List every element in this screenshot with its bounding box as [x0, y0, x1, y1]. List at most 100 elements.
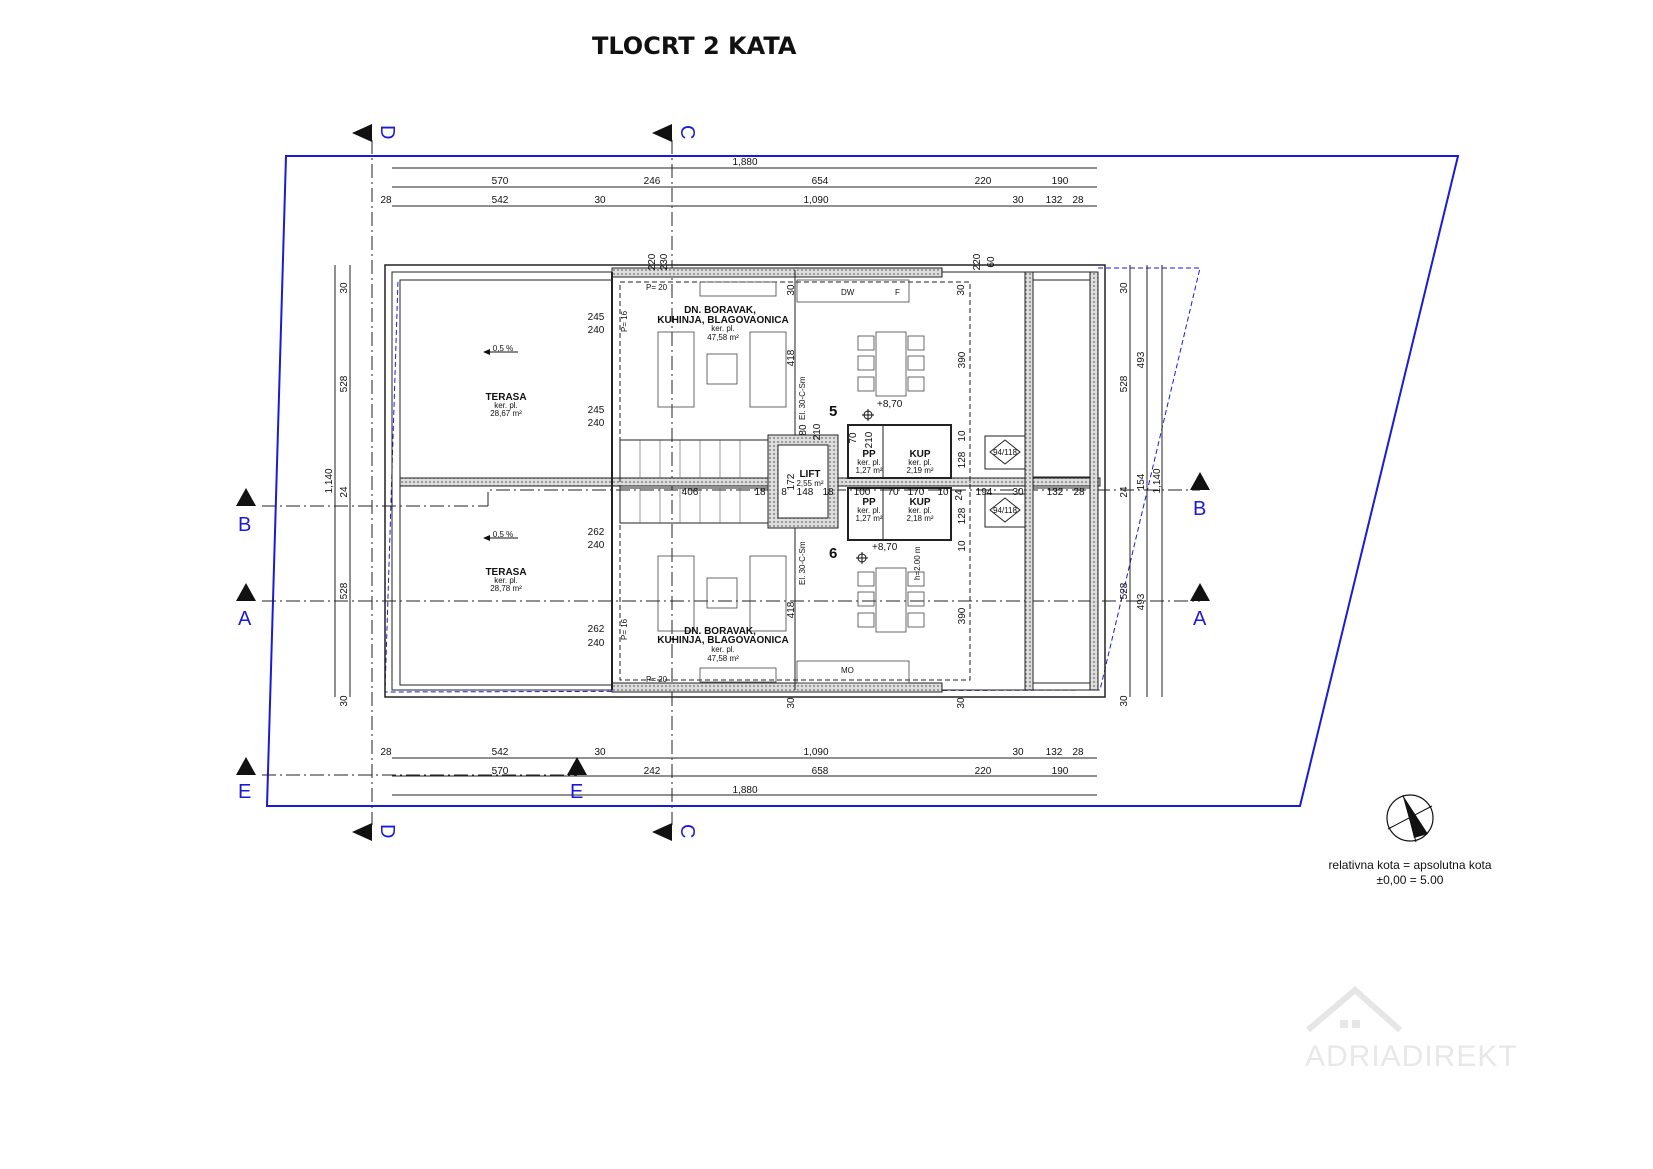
dim-top-row3: 30 — [594, 195, 606, 206]
dim-label: 245 — [588, 405, 605, 416]
dim-label: 80 — [798, 424, 809, 436]
dim-label: 8 — [781, 487, 787, 498]
dim-right-inner: 528 — [1119, 582, 1130, 599]
unit-number-top: 5 — [829, 403, 837, 420]
dim-label: 132 — [1047, 487, 1064, 498]
door-spec-bottom: El. 30-C-Sm — [798, 541, 807, 585]
appliance-f: F — [895, 288, 900, 297]
dim-bottom-row1: 30 — [594, 747, 606, 758]
dim-top-row2: 220 — [975, 176, 992, 187]
dim-label: 170 — [908, 487, 925, 498]
pp-bottom-name: PP — [862, 497, 876, 508]
dim-label: 30 — [1012, 487, 1024, 498]
terrace-bottom-area: 28,78 m² — [490, 584, 522, 593]
dim-top-row2: 570 — [492, 176, 509, 187]
dim-top-row3: 1,090 — [803, 195, 828, 206]
note-line-2: ±0,00 = 5.00 — [1376, 873, 1444, 887]
level-marker-icon — [856, 552, 868, 564]
terrace-top-name: TERASA — [485, 392, 526, 403]
dim-bottom-row1: 542 — [492, 747, 509, 758]
level-marker-icon — [862, 409, 874, 421]
pp-bottom-floor: ker. pl. — [857, 506, 881, 515]
dim-label: 30 — [786, 284, 797, 296]
dim-top-row3: 28 — [380, 195, 392, 206]
section-e-left: E — [238, 781, 251, 803]
terrace-bottom-slope: 0,5 % — [493, 530, 513, 539]
building-walls — [384, 264, 1106, 698]
window-top-label: 94/118 — [993, 448, 1017, 457]
level-bottom: +8,70 — [872, 542, 898, 553]
parapet-bottom: P= 20 — [646, 675, 668, 684]
parapet-side-1: P= 16 — [620, 310, 629, 332]
dim-top-row3: 132 — [1046, 195, 1063, 206]
dim-left-inner: 30 — [339, 695, 350, 707]
pp-bottom-area: 1,27 m² — [855, 514, 882, 523]
dim-label: 18 — [754, 487, 766, 498]
dim-top-row2: 190 — [1052, 176, 1069, 187]
window-bottom-label: 94/118 — [993, 506, 1017, 515]
dim-label: 128 — [957, 507, 968, 524]
section-b-left: B — [238, 514, 251, 536]
terrace-bottom-name: TERASA — [485, 567, 526, 578]
section-d-top: D — [376, 125, 398, 139]
dim-right-outer: 1,140 — [1152, 468, 1163, 493]
terrace-bottom-floor: ker. pl. — [494, 576, 518, 585]
dim-left-inner: 528 — [339, 375, 350, 392]
pp-top-floor: ker. pl. — [857, 458, 881, 467]
dim-label: 262 — [588, 527, 605, 538]
lift-area: 2,55 m² — [796, 479, 823, 488]
dim-bottom-row1: 1,090 — [803, 747, 828, 758]
dim-right-inner: 30 — [1119, 282, 1130, 294]
dim-label: 128 — [957, 451, 968, 468]
dim-label: 230 — [659, 253, 670, 270]
watermark-logo — [1306, 986, 1402, 1033]
dim-label: 390 — [957, 351, 968, 368]
roof-outline — [384, 267, 1201, 693]
kup-top-area: 2,19 m² — [906, 466, 933, 475]
drawing-title: TLOCRT 2 KATA — [592, 32, 797, 60]
living-bottom-floor: ker. pl. — [711, 645, 735, 654]
dim-label: 30 — [786, 697, 797, 709]
parapet-top: P= 20 — [646, 283, 668, 292]
dim-bottom-row1: 132 — [1046, 747, 1063, 758]
dim-right-inner: 24 — [1119, 486, 1130, 498]
plot-boundary — [265, 155, 1460, 807]
dim-label: 10 — [957, 540, 968, 552]
watermark: ADRIADIREKT — [1305, 1040, 1518, 1073]
dim-label: 10 — [937, 487, 949, 498]
dim-label: 406 — [682, 487, 699, 498]
lift-name: LIFT — [799, 469, 820, 480]
dim-bottom-row2: 220 — [975, 766, 992, 777]
dim-label: 262 — [588, 624, 605, 635]
north-arrow-icon — [1386, 794, 1434, 843]
section-markers — [236, 124, 1210, 841]
appliance-dw: DW — [841, 288, 855, 297]
section-a-left: A — [238, 608, 252, 630]
living-top-floor: ker. pl. — [711, 324, 735, 333]
section-e-right: E — [570, 781, 583, 803]
dim-right-mid: 493 — [1136, 351, 1147, 368]
dim-label: 24 — [954, 489, 965, 501]
dim-bottom-row2: 658 — [812, 766, 829, 777]
dim-left-inner: 30 — [339, 282, 350, 294]
living-top-area: 47,58 m² — [707, 333, 739, 342]
dim-bottom-row2: 190 — [1052, 766, 1069, 777]
dim-label: 240 — [588, 325, 605, 336]
section-c-top: C — [676, 125, 698, 139]
dim-label: 60 — [986, 256, 997, 268]
dim-label: 10 — [957, 430, 968, 442]
dim-top-row3: 28 — [1072, 195, 1084, 206]
living-bottom-name1: DN. BORAVAK, — [684, 626, 756, 637]
dim-right-inner: 528 — [1119, 375, 1130, 392]
dim-label: 70 — [848, 432, 859, 444]
dim-label: 30 — [956, 284, 967, 296]
dim-label: 18 — [822, 487, 834, 498]
pp-top-name: PP — [862, 449, 876, 460]
kup-bottom-floor: ker. pl. — [908, 506, 932, 515]
dim-label: 210 — [812, 423, 823, 440]
kup-top-name: KUP — [909, 449, 930, 460]
living-bottom-area: 47,58 m² — [707, 654, 739, 663]
dim-top-row2: 654 — [812, 176, 829, 187]
appliance-mo: MO — [841, 666, 854, 675]
